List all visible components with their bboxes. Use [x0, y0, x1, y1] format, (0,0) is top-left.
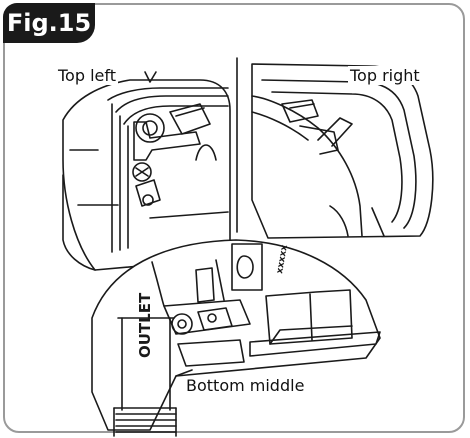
pipe-thread [115, 413, 177, 433]
bottom-middle-view [91, 239, 381, 437]
outlet-marking: OUTLET [136, 292, 154, 358]
top-left-view [62, 71, 231, 271]
hatch-marking: xxxxx [275, 244, 290, 275]
top-right-view [251, 63, 434, 239]
label-top-right: Top right [348, 66, 422, 86]
figure-badge: Fig.15 [3, 3, 95, 43]
label-top-left: Top left [56, 66, 118, 86]
outlet-pipe [121, 317, 171, 411]
label-bottom-middle: Bottom middle [184, 376, 307, 396]
